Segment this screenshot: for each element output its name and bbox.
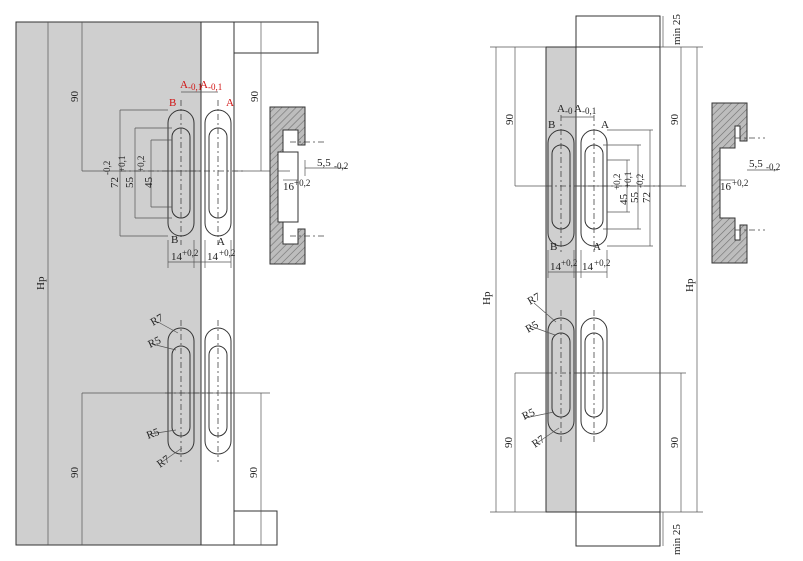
right-section-55-sub: -0,2 (766, 162, 780, 172)
left-a-neg-sub: -0,1 (188, 82, 202, 92)
right-r5-bottom: R5 (520, 406, 537, 423)
left-section-55-sub: -0,2 (334, 161, 348, 171)
left-90-top-left: 90 (69, 91, 81, 103)
right-r7-bottom: R7 (530, 433, 548, 450)
right-section-16: 16 (720, 181, 732, 193)
left-section-55: 5,5 (317, 157, 331, 169)
left-slot-outer-bottom-right (204, 327, 232, 455)
right-55-label: 55 (629, 192, 641, 204)
left-a-pos-sub: -0,1 (208, 82, 222, 92)
left-45-label: 45 (143, 177, 155, 189)
right-min25-bottom: min 25 (671, 524, 683, 555)
left-14-left-sup: +0,2 (182, 248, 198, 258)
left-section-profile: 5,5 -0,2 16 +0,2 (269, 106, 348, 265)
left-14-right: 14 (207, 251, 219, 263)
right-section-55: 5,5 (749, 158, 763, 170)
right-r7-top: R7 (526, 291, 544, 308)
left-90-bottom-left: 90 (69, 467, 81, 479)
left-55-sup: +0,1 (117, 156, 127, 172)
right-frame-top (575, 15, 661, 48)
right-72-label: 72 (641, 192, 653, 203)
left-r5-top: R5 (146, 334, 163, 351)
left-frame-top-ext (233, 21, 319, 54)
right-hp-left: Hp (481, 291, 493, 305)
right-a-pos-sub: -0,1 (582, 106, 596, 116)
left-90-bottom-right: 90 (248, 467, 260, 479)
left-a-top-label: A (226, 97, 234, 109)
right-section-16-sup: +0,2 (732, 178, 748, 188)
right-a-neg-sub: -0 (565, 106, 573, 116)
right-a-top-label: A (601, 119, 609, 131)
left-72-sup: -0,2 (102, 161, 112, 175)
right-min25-top: min 25 (671, 14, 683, 45)
left-14-right-sup: +0,2 (219, 248, 235, 258)
right-frame-bottom (575, 511, 661, 547)
right-45-label: 45 (618, 194, 630, 206)
left-90-top-right: 90 (249, 91, 261, 103)
left-section-16: 16 (283, 181, 295, 193)
left-section-16-sup: +0,2 (294, 178, 310, 188)
right-b-bottom-label: B (550, 241, 557, 253)
left-a-bottom-label: A (217, 236, 225, 248)
right-r5-top: R5 (524, 319, 542, 336)
right-a-neg-label: A (557, 103, 565, 115)
left-r5-bottom: R5 (145, 426, 162, 442)
right-14-right: 14 (582, 261, 594, 273)
left-a-neg-label: A (180, 79, 188, 91)
left-45-sup: +0,2 (136, 156, 146, 172)
right-14-left-sup: +0,2 (561, 258, 577, 268)
left-r7-top: R7 (149, 312, 167, 329)
left-72-label: 72 (109, 177, 121, 188)
right-55-sup: +0,1 (623, 172, 633, 188)
right-a-pos-label: A (574, 103, 582, 115)
right-90-top-left: 90 (504, 114, 516, 126)
left-14-left: 14 (171, 251, 183, 263)
left-slot-outer-bottom-left (167, 327, 195, 455)
right-slot-outer-bottom-left (547, 317, 575, 435)
right-72-sup: -0,2 (635, 174, 645, 188)
right-section-profile: 5,5 -0,2 16 +0,2 (711, 102, 780, 264)
left-55-label: 55 (124, 177, 136, 189)
right-14-right-sup: +0,2 (594, 258, 610, 268)
left-b-bottom-label: B (171, 234, 178, 246)
right-slot-outer-bottom-right (580, 317, 608, 435)
right-hp-right: Hp (684, 278, 696, 292)
left-hp-label: Hp (35, 276, 47, 290)
right-14-left: 14 (550, 261, 562, 273)
left-a-pos-label: A (200, 79, 208, 91)
right-45-sup: +0,2 (612, 174, 622, 190)
right-90-bottom-right: 90 (669, 437, 681, 449)
right-a-bottom-label: A (593, 241, 601, 253)
right-b-top-label: B (548, 119, 555, 131)
left-frame-bottom-ext (233, 510, 278, 546)
left-door-panel (15, 21, 202, 546)
right-view: min 25 min 25 Hp Hp 90 90 90 90 A (481, 14, 780, 555)
left-view: Hp 90 90 90 90 A -0,1 A -0,1 B A B A (15, 21, 348, 546)
left-b-top-label: B (169, 97, 176, 109)
right-90-top-right: 90 (669, 114, 681, 126)
right-90-bottom-left: 90 (503, 437, 515, 449)
